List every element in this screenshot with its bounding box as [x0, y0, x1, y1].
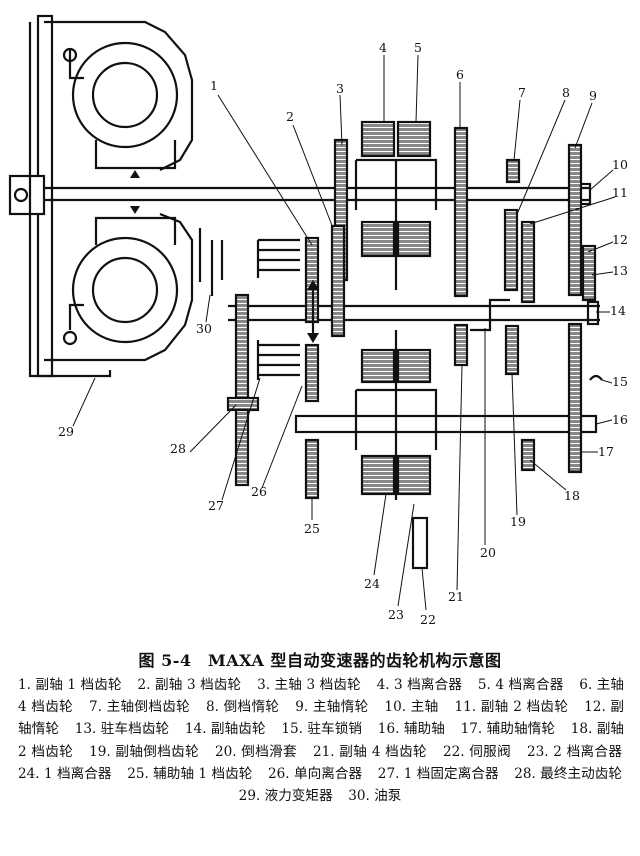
callout-27: 27	[208, 498, 224, 513]
callout-16: 16	[612, 412, 628, 427]
legend-item: 25. 辅助轴 1 档齿轮	[127, 765, 253, 782]
figure-title: 图 5-4 MAXA 型自动变速器的齿轮机构示意图	[138, 651, 502, 670]
servo-valve	[411, 516, 429, 570]
gear-reverse-counter	[504, 324, 520, 376]
gear-final-drive	[234, 293, 250, 487]
figure-legend: 1. 副轴 1 档齿轮 2. 副轴 3 档齿轮 3. 主轴 3 档齿轮 4. 3…	[18, 674, 624, 807]
callout-30: 30	[196, 321, 212, 336]
clutch-3-4	[354, 120, 438, 290]
callout-7: 7	[518, 85, 526, 100]
callout-8: 8	[562, 85, 570, 100]
callout-4: 4	[379, 40, 387, 55]
legend-item: 19. 副轴倒档齿轮	[89, 743, 200, 760]
callout-5: 5	[414, 40, 422, 55]
legend-item: 30. 油泵	[348, 788, 402, 805]
gear-2-counter-b	[304, 343, 320, 403]
legend-item: 28. 最终主动齿轮	[514, 765, 622, 782]
reverse-sleeve	[470, 298, 510, 332]
callout-20: 20	[480, 545, 496, 560]
callout-28: 28	[170, 441, 186, 456]
gear-4-counter	[453, 323, 469, 367]
callout-15: 15	[612, 374, 628, 389]
legend-item: 22. 伺服阀	[442, 743, 512, 760]
gear-2-counter	[520, 220, 536, 304]
legend-item: 17. 辅助轴惰轮	[460, 721, 556, 738]
legend-item: 12. 副轴惰轮	[18, 699, 625, 738]
legend-item: 3. 主轴 3 档齿轮	[257, 677, 361, 693]
legend-item: 9. 主轴惰轮	[295, 699, 369, 716]
legend-item: 26. 单向离合器	[268, 765, 363, 782]
legend-item: 29. 液力变矩器	[238, 788, 333, 805]
callout-6: 6	[456, 67, 464, 82]
gear-3-counter	[330, 224, 346, 338]
callout-9: 9	[589, 88, 597, 103]
legend-item: 6. 主轴 4 档齿轮	[18, 677, 625, 716]
callout-24: 24	[364, 576, 380, 591]
callout-17: 17	[598, 444, 614, 459]
legend-item: 15. 驻车锁销	[281, 721, 363, 738]
legend-item: 16. 辅助轴	[377, 721, 445, 738]
legend-item: 8. 倒档惰轮	[206, 699, 280, 716]
legend-item: 2. 副轴 3 档齿轮	[137, 677, 242, 693]
callout-2: 2	[286, 109, 294, 124]
legend-item: 23. 2 档离合器	[527, 743, 623, 760]
legend-item: 20. 倒档滑套	[214, 743, 298, 760]
gear-reverse-idler	[503, 208, 519, 292]
legend-item: 18. 副轴 2 档齿轮	[18, 721, 625, 760]
callout-12: 12	[612, 232, 628, 247]
legend-item: 1. 副轴 1 档齿轮	[18, 677, 122, 693]
gear-aux-idler	[567, 322, 583, 474]
legend-item: 13. 驻车档齿轮	[74, 721, 170, 738]
legend-item: 5. 4 档离合器	[477, 677, 564, 693]
gear-1-aux	[304, 438, 320, 500]
callout-13: 13	[612, 263, 628, 278]
legend-item: 10. 主轴	[384, 699, 439, 716]
callout-19: 19	[510, 514, 526, 529]
legend-item: 4. 3 档离合器	[376, 677, 463, 693]
callout-21: 21	[448, 589, 464, 604]
legend-item: 11. 副轴 2 档齿轮	[454, 699, 569, 716]
oil-pump	[198, 228, 224, 296]
callout-25: 25	[304, 521, 320, 536]
legend-item: 7. 主轴倒档齿轮	[88, 699, 191, 716]
callout-10: 10	[612, 157, 628, 172]
gear-mechanism-diagram: 1 2 3 4 5 6 7 8 9 10 11 12 13 14 15 16 1…	[8, 14, 628, 627]
callout-18: 18	[564, 488, 580, 503]
gear-reverse-main	[505, 158, 521, 184]
callout-29: 29	[58, 424, 74, 439]
torque-converter	[8, 14, 194, 378]
legend-item: 24. 1 档离合器	[18, 765, 112, 782]
gear-4-main	[453, 126, 469, 298]
gear-idler-main	[567, 143, 583, 297]
gear-2-aux	[520, 438, 536, 472]
callout-11: 11	[612, 185, 628, 200]
legend-item: 14. 副轴齿轮	[184, 721, 266, 738]
callout-23: 23	[388, 607, 404, 622]
countershaft	[228, 300, 600, 326]
clutch-1-2	[354, 330, 438, 500]
callout-1: 1	[210, 78, 218, 93]
callout-3: 3	[336, 81, 344, 96]
auxiliary-shaft	[294, 414, 598, 434]
one-way-clutch	[256, 238, 300, 380]
legend-item: 21. 副轴 4 档齿轮	[313, 743, 427, 760]
gear-counter-idler	[581, 244, 597, 302]
callout-22: 22	[420, 612, 436, 627]
callout-26: 26	[251, 484, 267, 499]
legend-item: 27. 1 档固定离合器	[377, 765, 499, 782]
callout-14: 14	[610, 303, 626, 318]
